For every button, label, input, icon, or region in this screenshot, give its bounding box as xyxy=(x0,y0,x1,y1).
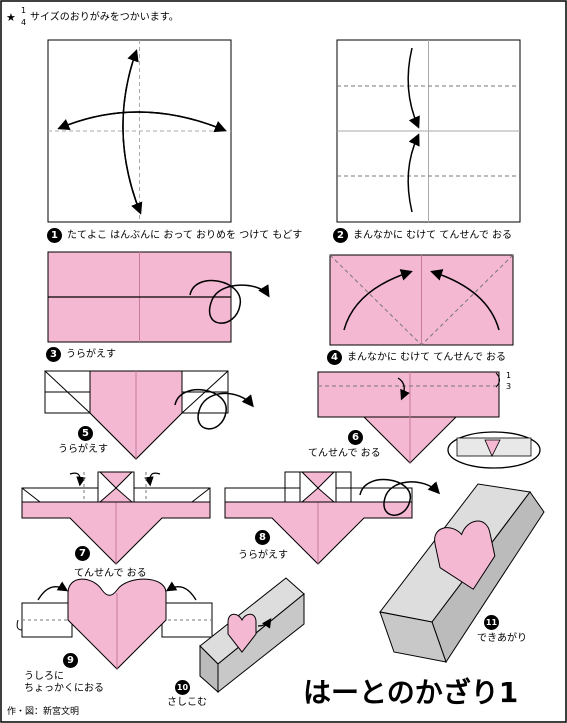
step2-label: まんなかに むけて てんせんで おる xyxy=(353,230,513,241)
step6-label: てんせんで おる xyxy=(308,448,381,459)
step1-badge: 1 xyxy=(47,228,62,243)
fraction-numerator: 1 xyxy=(21,6,27,15)
step6-badge: 6 xyxy=(348,430,363,445)
title: はーとのかざり1 xyxy=(303,676,519,709)
step10-figure xyxy=(199,577,305,694)
step9-label-line2: ちょっかくにおる xyxy=(24,683,104,694)
step8-badge: 8 xyxy=(255,530,270,545)
step8-label: うらがえす xyxy=(238,550,288,561)
step3-label: うらがえす xyxy=(66,349,116,360)
fraction-denominator: 4 xyxy=(21,18,27,27)
step7-badge: 7 xyxy=(75,546,90,561)
step3-figure xyxy=(47,251,270,343)
step11-label: できあがり xyxy=(477,633,527,644)
step9-label-line1: うしろに xyxy=(24,671,64,682)
step9-badge: 9 xyxy=(63,653,78,668)
step7-label: てんせんで おる xyxy=(74,568,147,579)
step5-badge: 5 xyxy=(78,426,93,441)
step6-figure xyxy=(317,371,541,469)
step6-fraction-den: 3 xyxy=(506,382,512,391)
step8-figure xyxy=(224,471,441,565)
step10-badge: 10 xyxy=(175,680,190,695)
step9-figure xyxy=(16,578,213,670)
step6-fraction-num: 1 xyxy=(506,371,512,380)
star-icon: ★ xyxy=(6,11,16,24)
step11-badge: 11 xyxy=(484,615,499,630)
step1-figure xyxy=(47,39,232,223)
step1-label: たてよこ はんぶんに おって おりめを つけて もどす xyxy=(67,230,303,241)
step11-figure xyxy=(379,483,545,664)
step4-figure xyxy=(329,254,514,346)
step5-label: うらがえす xyxy=(58,444,108,455)
step2-figure xyxy=(336,39,521,223)
step4-label: まんなかに むけて てんせんで おる xyxy=(347,352,507,363)
step10-label: さしこむ xyxy=(167,697,207,708)
step3-badge: 3 xyxy=(46,347,61,362)
header-note: サイズのおりがみをつかいます。 xyxy=(30,12,179,23)
step2-badge: 2 xyxy=(333,228,348,243)
step4-badge: 4 xyxy=(327,350,342,365)
credit: 作・図：新宮文明 xyxy=(7,707,80,717)
step5-figure xyxy=(44,370,254,460)
step7-figure xyxy=(21,471,211,565)
